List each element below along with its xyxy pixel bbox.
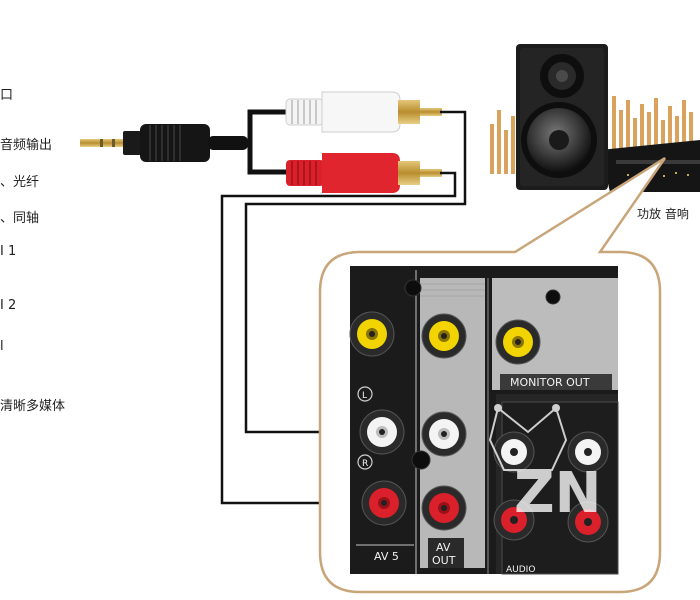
watermark-logo: ZN (488, 404, 601, 526)
cable-white-branch (247, 109, 290, 143)
label-port-l: l (0, 339, 4, 354)
right-channel-letter: R (362, 459, 368, 469)
monitor-out-label: MONITOR OUT (510, 376, 590, 389)
audio-label: AUDIO (506, 565, 535, 575)
cable-red-branch (247, 143, 290, 175)
label-port-1: I 1 (0, 244, 17, 259)
wire-white-to-left (244, 110, 467, 434)
jack-red-audio-1 (493, 499, 535, 541)
av-out-label-2: OUT (432, 554, 456, 567)
jack-red-audio-2 (567, 501, 609, 543)
av5-label: AV 5 (374, 550, 399, 563)
label-port-2: I 2 (0, 298, 17, 313)
speaker-cabinet (516, 44, 608, 190)
aux-plug (80, 124, 248, 162)
jack-red-av5 (361, 480, 407, 526)
jack-yellow-monitor (495, 319, 541, 365)
label-port: 口 (0, 88, 14, 103)
jack-white-avout (421, 411, 467, 457)
rear-panel: L R MONITOR OUT AV 5 AV OUT AUDIO (349, 266, 619, 575)
label-coaxial: 、同轴 (0, 211, 40, 226)
rca-plug-red (286, 153, 442, 193)
label-hd-multimedia: 清晰多媒体 (0, 399, 66, 414)
speaker-caption: 功放 音响 (637, 207, 689, 221)
label-audio-output: 音频输出 (0, 138, 53, 153)
label-optical: 、光纤 (0, 175, 40, 190)
jack-yellow-avout (421, 313, 467, 359)
left-channel-letter: L (362, 391, 367, 401)
rca-plug-white (285, 91, 442, 133)
audio-level-bars (490, 96, 693, 174)
left-channel-marker (357, 386, 373, 402)
wire-red-to-right (220, 171, 457, 505)
right-channel-marker (357, 454, 373, 470)
jack-white-audio-1 (493, 431, 535, 473)
jack-white-av5 (359, 409, 405, 455)
watermark-text: ZN (514, 461, 601, 526)
av-out-label-1: AV (436, 541, 451, 554)
jack-red-avout (421, 485, 467, 531)
jack-white-audio-2 (567, 431, 609, 473)
jack-yellow-av5 (349, 311, 395, 357)
